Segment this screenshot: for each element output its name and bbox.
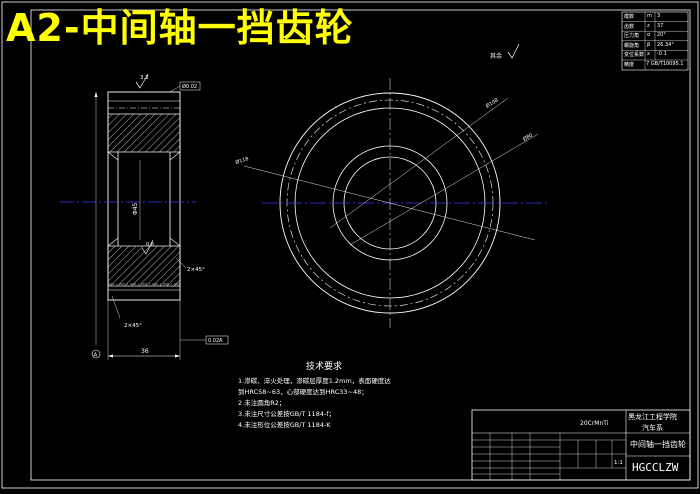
param-cell: 3 xyxy=(657,13,661,19)
svg-text:Ø118: Ø118 xyxy=(234,155,249,166)
title-block xyxy=(471,409,691,481)
svg-text:Ø80: Ø80 xyxy=(522,132,534,143)
hatch-top xyxy=(107,113,181,153)
bore-dim-text: Φ45 xyxy=(132,202,139,215)
param-cell: α xyxy=(647,32,651,39)
param-cell: 精度 xyxy=(624,62,635,68)
svg-text:0.8: 0.8 xyxy=(146,242,154,248)
param-cell: x xyxy=(647,51,650,58)
datum-marker xyxy=(91,349,101,359)
param-cell: 37 xyxy=(657,22,664,29)
param-cell: z xyxy=(647,22,650,29)
param-cell: 20° xyxy=(657,32,666,39)
tech-requirements-title: 技术要求 xyxy=(306,362,343,372)
svg-text:2×45°: 2×45° xyxy=(124,323,142,329)
part-name-label: 中间轴一挡齿轮 xyxy=(630,440,686,449)
gear-outline xyxy=(107,91,181,301)
param-cell: β xyxy=(647,41,651,48)
roughness-symbol-other xyxy=(507,43,520,59)
scale-label: 1:1 xyxy=(614,460,623,466)
param-cell: 变位系数 xyxy=(624,52,645,59)
material-label: 20CrMnTi xyxy=(580,420,609,427)
tech-line: 1.渗碳、淬火处理，渗碳层厚度1.2mm，表面硬度达 xyxy=(238,377,391,385)
banner-title: A2-中间轴一挡齿轮 xyxy=(6,6,354,50)
param-cell: 7 GB/T10095.1 xyxy=(646,61,684,67)
roughness-other-label: 其余 xyxy=(490,52,502,60)
param-cell: 模数 xyxy=(624,14,635,20)
front-view: Ø118 Ø108 Ø80 其余 xyxy=(234,43,548,328)
drawing-code: HGCCLZW xyxy=(632,461,679,474)
param-cell: -0.1 xyxy=(657,51,667,58)
svg-text:A: A xyxy=(94,353,98,359)
department-label: 汽车系 xyxy=(642,424,663,432)
param-cell: 螺旋角 xyxy=(624,42,640,49)
param-cell: m xyxy=(647,13,652,19)
runout-box xyxy=(205,335,229,345)
hatch-bottom xyxy=(107,245,181,287)
param-cell: 齿数 xyxy=(624,23,635,30)
svg-text:0.02A: 0.02A xyxy=(208,338,223,344)
tech-line: 到HRC58~63，心部硬度达到HRC33~48； xyxy=(238,388,368,396)
tech-line: 4.未注形位公差按GB/T 1184-K xyxy=(238,421,331,429)
svg-text:2×45°: 2×45° xyxy=(187,267,205,273)
param-cell: 压力角 xyxy=(624,33,640,40)
svg-text:3.2: 3.2 xyxy=(140,75,149,81)
tech-line: 2.未注圆角R2； xyxy=(238,399,286,407)
width-dim-text: 36 xyxy=(141,348,149,355)
gear-param-table xyxy=(621,11,689,71)
svg-text:Ø0.02: Ø0.02 xyxy=(182,83,197,90)
school-label: 黑龙江工程学院 xyxy=(628,413,677,421)
roughness-symbol-bore xyxy=(141,239,154,255)
inner-frame xyxy=(30,9,691,481)
roughness-symbol-left xyxy=(135,73,149,89)
param-cell: 26.34° xyxy=(657,41,674,48)
tech-requirements: 技术要求 1.渗碳、淬火处理，渗碳层厚度1.2mm，表面硬度达 到HRC58~6… xyxy=(238,362,391,431)
section-view: Φ45 36 3.2 Ø0.02 0.8 2×45° 2×45 xyxy=(60,73,229,360)
svg-text:Ø108: Ø108 xyxy=(484,97,499,110)
tech-line: 3.未注尺寸公差按GB/T 1184-f； xyxy=(238,410,336,418)
